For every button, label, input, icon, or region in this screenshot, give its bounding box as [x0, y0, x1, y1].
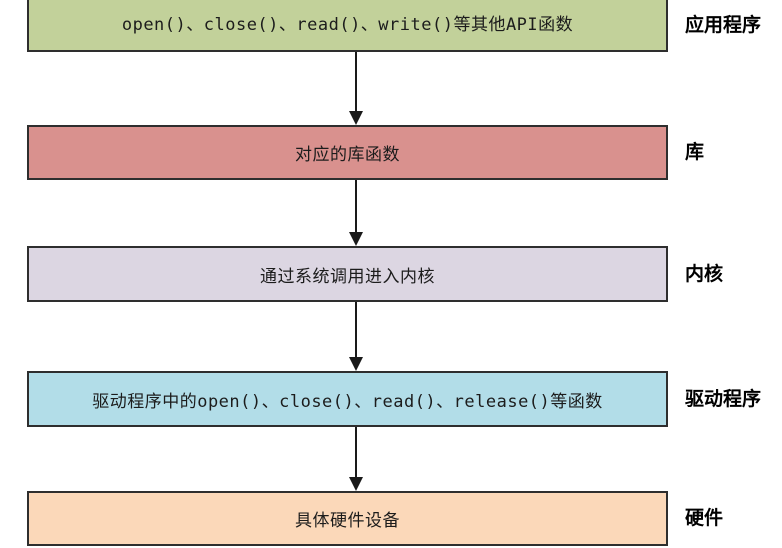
- flow-box-application: open()、close()、read()、write()等其他API函数: [27, 0, 668, 52]
- layer-label-application: 应用程序: [685, 14, 762, 36]
- flow-box-kernel: 通过系统调用进入内核: [27, 246, 668, 302]
- arrow-down-line: [355, 427, 357, 478]
- arrow-down-head-icon: [349, 477, 363, 491]
- flow-box-driver: 驱动程序中的open()、close()、read()、release()等函数: [27, 371, 668, 427]
- arrow-down-head-icon: [349, 111, 363, 125]
- arrow-down-head-icon: [349, 357, 363, 371]
- flow-box-driver-text: 驱动程序中的open()、close()、read()、release()等函数: [92, 391, 603, 412]
- arrow-down-line: [355, 52, 357, 112]
- flow-box-library: 对应的库函数: [27, 125, 668, 180]
- flow-box-library-text: 对应的库函数: [295, 145, 400, 165]
- flow-box-application-text: open()、close()、read()、write()等其他API函数: [121, 15, 574, 35]
- layer-label-library: 库: [685, 141, 705, 163]
- arrow-down-line: [355, 302, 357, 358]
- flow-box-hardware-text: 具体硬件设备: [295, 511, 400, 531]
- layer-label-driver: 驱动程序: [685, 388, 762, 410]
- arrow-down-line: [355, 180, 357, 233]
- layer-label-hardware: 硬件: [685, 507, 724, 529]
- arrow-down-head-icon: [349, 232, 363, 246]
- flow-box-kernel-text: 通过系统调用进入内核: [260, 266, 435, 287]
- layer-label-kernel: 内核: [685, 263, 724, 285]
- flow-box-hardware: 具体硬件设备: [27, 491, 668, 546]
